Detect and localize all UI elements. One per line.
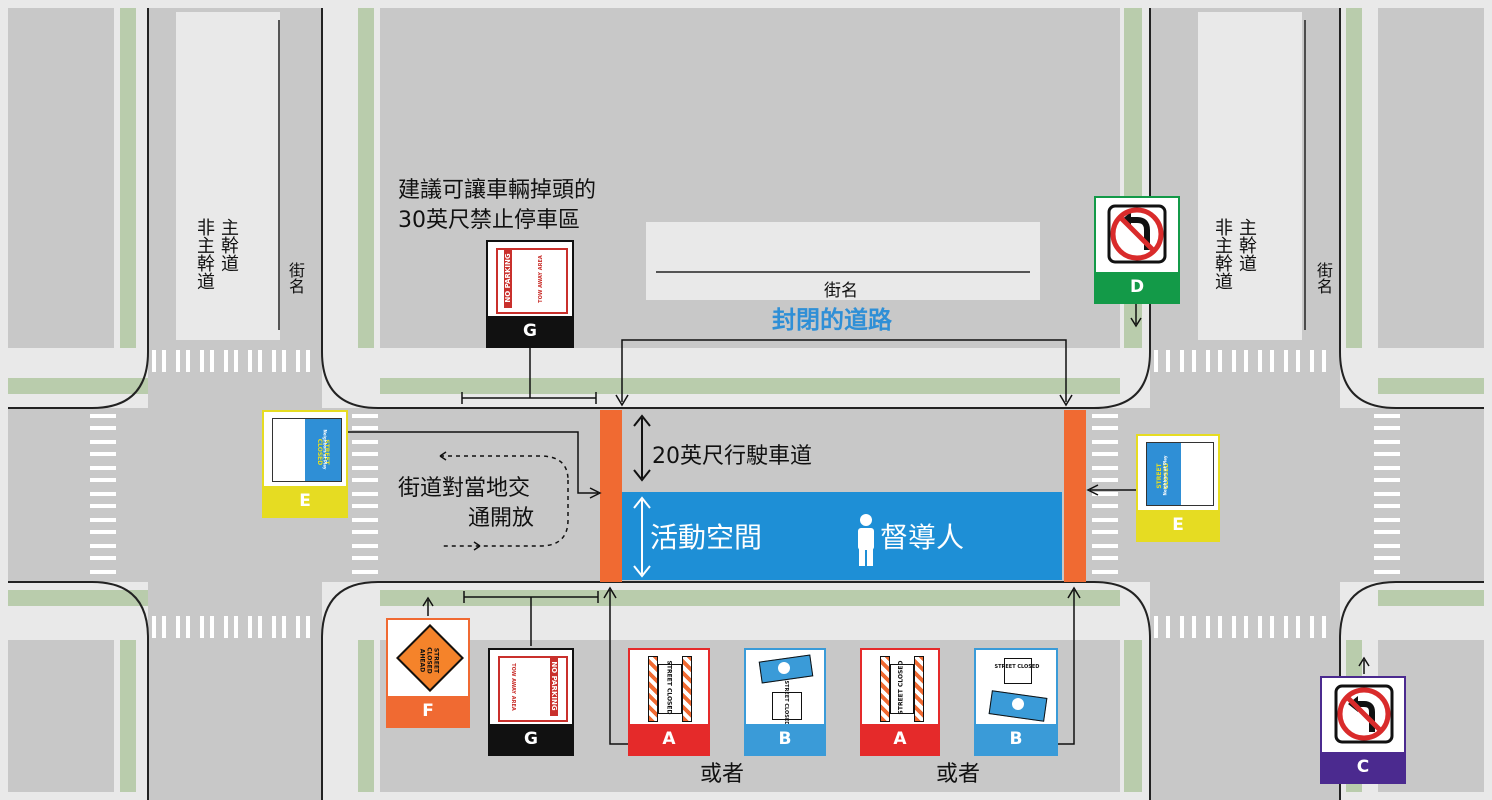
closed-road-leaders: [615, 339, 1073, 407]
no-parking-zone-bottom: [463, 591, 599, 646]
sign-b-right-letter: B: [976, 724, 1056, 754]
sign-a-right-letter: A: [862, 724, 938, 754]
sign-d-letter: D: [1096, 272, 1178, 302]
dumpster-barricade-icon: STREET CLOSED: [756, 654, 816, 725]
monitor-label: 督導人: [880, 521, 965, 554]
or-label-1: 或者: [700, 762, 745, 787]
sign-a-right: STREET CLOSED A: [860, 648, 940, 756]
local-traffic-line1: 街道對當地交: [398, 476, 531, 501]
sign-e-left-letter: E: [264, 486, 346, 516]
sign-g-bottom: NO PARKING TOW AWAY AREA G: [488, 648, 574, 756]
no-parking-zone-top: [461, 348, 597, 404]
street-closed-ahead-diamond-icon: STREET CLOSED AHEAD: [396, 624, 464, 692]
sign-b-left: STREET CLOSED B: [744, 648, 826, 756]
sign-e-right: STREET CLOSED Neighbors at Play E: [1136, 434, 1220, 542]
crosswalks: [90, 350, 1400, 638]
sign-e-right-letter: E: [1138, 510, 1218, 540]
street-closed-neighbors-sign-icon: STREET CLOSED Neighbors at Play: [272, 418, 342, 482]
sign-pointer-arrows: [422, 304, 1370, 674]
sign-f-letter: F: [388, 696, 468, 726]
closed-road-title: 封閉的道路: [772, 306, 892, 334]
person-icon: [858, 514, 874, 566]
barrier-right: [1064, 410, 1086, 582]
street-name-label-left: 街名: [286, 262, 305, 294]
sign-a-left: STREET CLOSED A: [628, 648, 710, 756]
sign-d: D: [1094, 196, 1180, 304]
turnaround-note-line2: 30英尺禁止停車區: [398, 208, 580, 233]
local-traffic-arrow: [440, 455, 569, 547]
street-name-panel-center: [646, 222, 1040, 300]
street-name-label-right: 街名: [1314, 262, 1333, 294]
sign-g-top: NO PARKING TOW AWAY AREA G: [486, 240, 574, 348]
local-traffic-arrowheads: [439, 451, 481, 551]
sign-e-right-leader: [1086, 484, 1136, 496]
activity-height-arrow: [633, 496, 651, 578]
no-parking-sign-icon: NO PARKING TOW AWAY AREA: [498, 656, 568, 722]
sign-f: STREET CLOSED AHEAD F: [386, 618, 470, 728]
sign-c-letter: C: [1322, 752, 1404, 782]
barricade-street-closed-icon: STREET CLOSED: [646, 656, 694, 722]
block-nw-outer: [8, 8, 114, 348]
barricade-street-closed-icon: STREET CLOSED: [878, 656, 926, 722]
sign-a-left-letter: A: [630, 724, 708, 754]
sign-g-bottom-letter: G: [490, 724, 572, 754]
lane-width-arrow: [633, 414, 651, 482]
lane-width-label: 20英尺行駛車道: [652, 444, 812, 469]
activity-space-label: 活動空間: [650, 521, 763, 554]
sign-b-left-letter: B: [746, 724, 824, 754]
no-uturn-icon: [1107, 204, 1167, 264]
sign-e-left-leader: [348, 431, 602, 499]
activity-space: [622, 492, 1062, 580]
turnaround-note-line1: 建議可讓車輛掉頭的: [398, 178, 597, 203]
a-b-sign-leaders: [603, 586, 1081, 745]
or-label-2: 或者: [936, 762, 981, 787]
street-closed-neighbors-sign-icon: STREET CLOSED Neighbors at Play: [1146, 442, 1214, 506]
sign-e-left: STREET CLOSED Neighbors at Play E: [262, 410, 348, 518]
sign-c: C: [1320, 676, 1406, 784]
block-sw-outer: [8, 640, 114, 792]
no-left-turn-icon: [1334, 684, 1394, 744]
arterial-label-right: 主幹道 非主幹道: [1212, 218, 1257, 290]
sign-b-right: STREET CLOSED B: [974, 648, 1058, 756]
sign-g-letter: G: [488, 316, 572, 346]
barrier-left: [600, 410, 622, 582]
street-name-label-center: 街名: [824, 281, 858, 301]
no-parking-sign-icon: NO PARKING TOW AWAY AREA: [496, 248, 568, 314]
arterial-label-left: 主幹道 非主幹道: [194, 218, 239, 290]
block-ne-outer: [1378, 8, 1484, 348]
street-name-panel-left: [176, 12, 280, 340]
street-name-panel-right: [1198, 12, 1302, 340]
dumpster-barricade-icon: STREET CLOSED: [986, 656, 1048, 722]
local-traffic-line2: 通開放: [468, 506, 535, 531]
curbs: [8, 8, 1484, 800]
